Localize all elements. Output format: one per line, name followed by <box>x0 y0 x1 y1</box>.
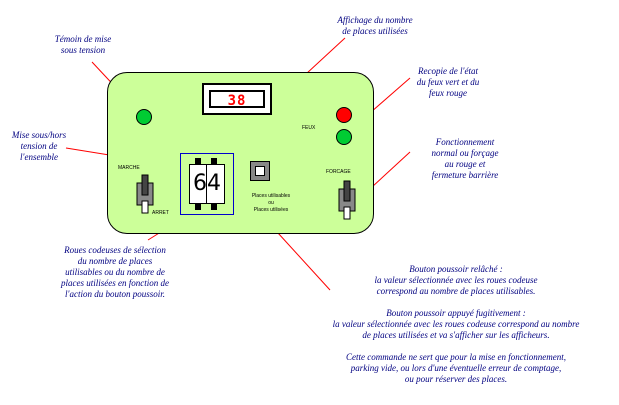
note-power-led: Témoin de mise sous tension <box>54 34 112 55</box>
wheel-tab-top-left <box>195 158 201 164</box>
arret-label: ARRET <box>152 210 169 216</box>
code-wheel-value: 64 <box>193 171 221 196</box>
power-toggle-switch[interactable] <box>134 173 156 215</box>
power-indicator-led <box>136 109 152 125</box>
forcage-toggle-switch[interactable] <box>336 179 358 221</box>
display-value: 38 <box>227 93 247 109</box>
control-panel: 38 FEUX MARCHE ARRET 64 Places utilisabl… <box>107 72 374 234</box>
display-window: 38 <box>209 90 265 108</box>
wheel-divider <box>206 165 207 203</box>
note-display: Affichage du nombre de places utilisées <box>337 15 413 36</box>
wheel-tab-bottom-right <box>211 204 217 210</box>
note-mode-switch: Fonctionnement normal ou forçage au roug… <box>431 137 499 180</box>
seven-segment-display: 38 <box>202 83 272 115</box>
push-button[interactable] <box>250 161 270 181</box>
wheel-tab-top-right <box>211 158 217 164</box>
toggle-switch-icon <box>338 180 356 220</box>
marche-label: MARCHE <box>118 165 140 171</box>
push-button-cap <box>255 166 265 176</box>
code-wheel[interactable]: 64 <box>189 164 225 204</box>
note-power-switch: Mise sous/hors tension de l'ensemble <box>11 130 67 162</box>
note-code-wheels: Roues codeuses de sélection du nombre de… <box>61 245 169 299</box>
code-wheel-frame: 64 <box>180 153 234 215</box>
feux-label: FEUX <box>302 125 316 131</box>
forcage-label: FORCAGE <box>326 169 351 175</box>
note-traffic-lights: Recopie de l'état du feux vert et du feu… <box>416 66 480 98</box>
green-light-led <box>336 129 352 145</box>
toggle-switch-icon <box>136 174 154 214</box>
note-push-button: Bouton poussoir relâché : la valeur séle… <box>332 264 580 384</box>
line-push-button <box>277 232 331 291</box>
wheel-tab-bottom-left <box>195 204 201 210</box>
red-light-led <box>336 107 352 123</box>
places-label: Places utilisables ou Places utilisées <box>251 193 291 213</box>
